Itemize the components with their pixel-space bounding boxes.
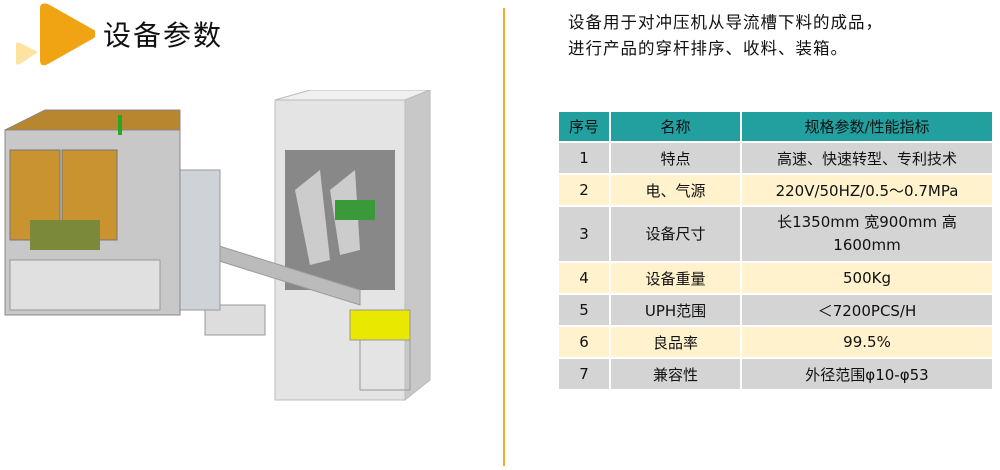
cell-value: ＜7200PCS/H: [742, 295, 992, 325]
page-title: 设备参数: [103, 19, 224, 52]
description-line: 设备用于对冲压机从导流槽下料的成品，: [568, 13, 883, 32]
header-name: 名称: [611, 112, 740, 141]
cell-value: 220V/50HZ/0.5～0.7MPa: [742, 175, 992, 205]
cell-name: 电、气源: [611, 175, 740, 205]
table-header: 序号 名称 规格参数/性能指标: [559, 112, 992, 141]
machine-illustration: [4, 90, 431, 402]
cell-name: UPH范围: [611, 295, 740, 325]
play-logo-icon: [16, 3, 95, 66]
cell-name: 良品率: [611, 327, 740, 357]
cell-value: 外径范围φ10-φ53: [742, 359, 992, 389]
cell-name: 设备重量: [611, 263, 740, 293]
divider: [503, 8, 505, 466]
cell-no: 7: [559, 359, 609, 389]
cell-value: 高速、快速转型、专利技术: [742, 143, 992, 173]
cell-no: 6: [559, 327, 609, 357]
cell-no: 2: [559, 175, 609, 205]
cell-no: 3: [559, 207, 609, 261]
cell-name: 设备尺寸: [611, 207, 740, 261]
cell-no: 4: [559, 263, 609, 293]
cell-value: 500Kg: [742, 263, 992, 293]
cell-value: 99.5%: [742, 327, 992, 357]
cell-no: 5: [559, 295, 609, 325]
header-no: 序号: [559, 112, 609, 141]
cell-name: 特点: [611, 143, 740, 173]
cell-name: 兼容性: [611, 359, 740, 389]
description: 设备用于对冲压机从导流槽下料的成品， 进行产品的穿杆排序、收料、装箱。: [568, 10, 883, 62]
cell-value: 长1350mm 宽900mm 高1600mm: [742, 207, 992, 261]
description-line: 进行产品的穿杆排序、收料、装箱。: [568, 39, 848, 58]
cell-no: 1: [559, 143, 609, 173]
header-value: 规格参数/性能指标: [742, 112, 992, 141]
